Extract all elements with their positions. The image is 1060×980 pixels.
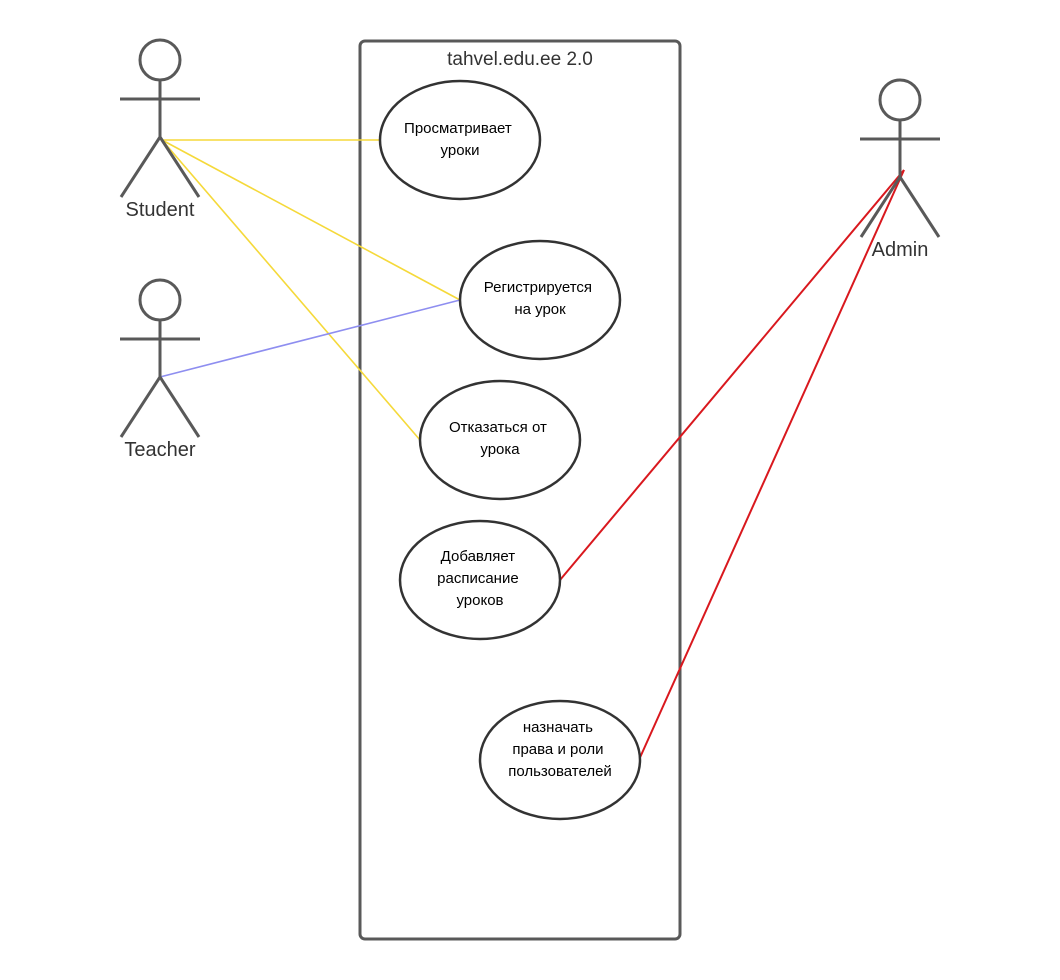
admin-head [878, 78, 922, 122]
usecase-cancel-lesson-line-1: Отказаться от [449, 419, 547, 436]
usecase-add-schedule: Добавляет расписание уроков [398, 519, 562, 641]
student-cancel-lesson-link [161, 139, 421, 441]
system-title: tahvel.edu.ee 2.0 [447, 49, 593, 70]
student-register-lesson-link [161, 139, 461, 301]
student-head [138, 38, 182, 82]
usecase-cancel-lesson: Отказаться от урока [418, 379, 582, 501]
admin-label: Admin [872, 239, 929, 261]
usecase-register-lesson: Регистрируется на урок [458, 239, 622, 361]
teacher-right-leg [158, 376, 201, 438]
usecase-assign-roles-line-1: назначать [523, 719, 593, 736]
actor-teacher: Teacher [119, 278, 201, 461]
admin-assign-roles-link [637, 169, 905, 763]
usecase-assign-roles-label: назначать права и роли пользователей [508, 719, 612, 780]
student-right-leg [158, 136, 201, 198]
usecase-register-lesson-line-1: Регистрируется [484, 279, 592, 296]
associations [159, 139, 905, 763]
usecase-add-schedule-line-1: Добавляет [441, 548, 516, 565]
usecase-view-lessons-ellipse [378, 79, 542, 201]
student-left-leg [119, 136, 162, 198]
usecase-register-lesson-ellipse [458, 239, 622, 361]
actor-admin: Admin [859, 78, 941, 261]
teacher-register-lesson-link [159, 299, 461, 378]
teacher-left-leg [119, 376, 162, 438]
usecase-assign-roles-line-3: пользователей [508, 763, 612, 780]
usecase-add-schedule-label: Добавляет расписание уроков [437, 548, 523, 609]
usecase-register-lesson-label: Регистрируется на урок [484, 279, 596, 318]
actor-student: Student [119, 38, 201, 221]
usecase-add-schedule-line-2: расписание [437, 570, 519, 587]
usecase-assign-roles-ellipse [478, 699, 642, 821]
usecase-assign-roles: назначать права и роли пользователей [478, 699, 642, 821]
teacher-head [138, 278, 182, 322]
usecase-view-lessons-line-1: Просматривает [404, 120, 512, 137]
admin-right-leg [898, 176, 941, 238]
usecase-add-schedule-line-3: уроков [456, 592, 503, 609]
usecase-view-lessons-label: Просматривает уроки [404, 120, 516, 159]
teacher-label: Teacher [124, 439, 195, 461]
usecase-cancel-lesson-ellipse [418, 379, 582, 501]
usecase-add-schedule-ellipse [398, 519, 562, 641]
admin-add-schedule-link [559, 169, 905, 581]
usecase-view-lessons-line-2: уроки [441, 142, 480, 159]
student-label: Student [126, 199, 195, 221]
usecase-view-lessons: Просматривает уроки [378, 79, 542, 201]
usecase-assign-roles-line-2: права и роли [512, 741, 603, 758]
admin-left-leg [859, 176, 902, 238]
usecase-cancel-lesson-line-2: урока [480, 441, 520, 458]
usecase-register-lesson-line-2: на урок [514, 301, 566, 318]
usecase-cancel-lesson-label: Отказаться от урока [449, 419, 551, 458]
